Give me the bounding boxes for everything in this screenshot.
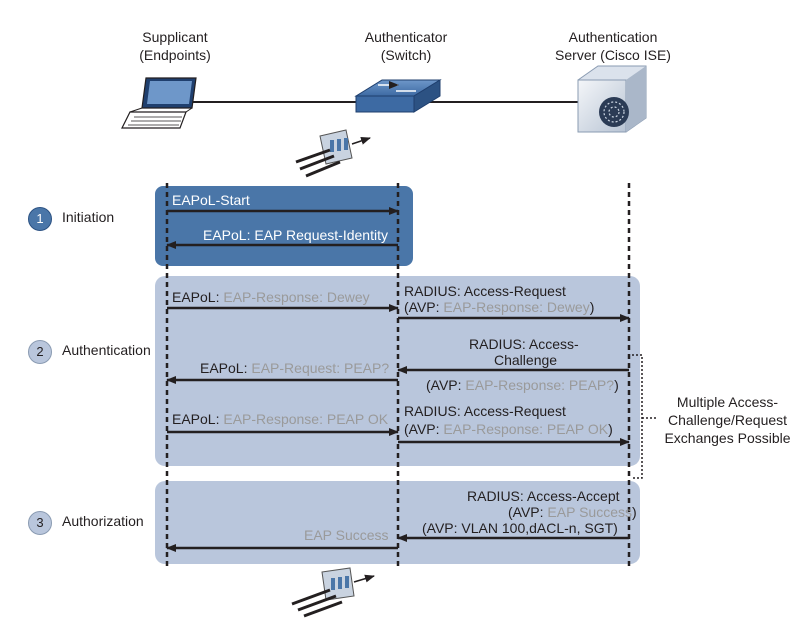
msg-avp-eap-success: (AVP: EAP Success) [508, 504, 637, 520]
msg-avp-dewey: (AVP: EAP-Response: Dewey) [404, 299, 594, 315]
msg-eapol-prefix-3: EAPoL: [172, 411, 224, 427]
msg-eap-request-peap: EAPoL: EAP-Request: PEAP? [200, 360, 389, 376]
msg-eap-success: EAP Success [304, 527, 389, 543]
switchport-icon-bottom [291, 567, 375, 618]
msg-radius-access-request-2: RADIUS: Access-Request [404, 403, 566, 419]
msg-avp-peap: (AVP: EAP-Response: PEAP?) [426, 377, 619, 393]
avp-peap-ok-text: EAP-Response: PEAP OK [443, 421, 609, 437]
avp-prefix-3: (AVP: [404, 421, 444, 437]
header-supplicant-line2: (Endpoints) [139, 47, 211, 63]
msg-avp-vlan: (AVP: VLAN 100,dACL-n, SGT) [422, 520, 618, 536]
msg-eap-response-dewey: EAPoL: EAP-Response: Dewey [172, 289, 370, 305]
phase-1-label: Initiation [62, 209, 115, 225]
header-supplicant: Supplicant (Endpoints) [115, 28, 235, 64]
server-icon [577, 65, 647, 133]
avp-suffix-3: ) [608, 421, 613, 437]
avp-dewey-text: EAP-Response: Dewey [443, 299, 590, 315]
header-server-line2: Server (Cisco ISE) [555, 47, 671, 63]
avp-prefix-4: (AVP: [508, 504, 548, 520]
msg-radius-challenge-1: RADIUS: Access- [469, 336, 579, 352]
avp-suffix: ) [589, 299, 595, 315]
msg-eapol-start: EAPoL-Start [172, 192, 250, 208]
exchange-note: Multiple Access-Challenge/Request Exchan… [664, 394, 791, 446]
avp-peap-text: EAP-Response: PEAP? [465, 377, 615, 393]
avp-prefix: (AVP: [404, 299, 444, 315]
msg-avp-peap-ok: (AVP: EAP-Response: PEAP OK) [404, 421, 613, 437]
msg-radius-access-accept: RADIUS: Access-Accept [467, 488, 620, 504]
msg-dewey-text: EAP-Response: Dewey [223, 289, 370, 305]
header-server-line1: Authentication [568, 29, 658, 45]
header-supplicant-line1: Supplicant [142, 29, 208, 45]
laptop-icon [121, 77, 197, 129]
phase-2-label: Authentication [62, 342, 151, 358]
header-authenticator: Authenticator (Switch) [346, 28, 466, 64]
header-authenticator-line2: (Switch) [380, 47, 432, 63]
msg-eapol-request-identity: EAPoL: EAP Request-Identity [203, 227, 388, 243]
msg-radius-challenge-2: Challenge [494, 352, 558, 368]
avp-suffix-2: ) [614, 377, 619, 393]
header-authenticator-line1: Authenticator [364, 29, 448, 45]
msg-peap-ok-text: EAP-Response: PEAP OK [223, 411, 389, 427]
phase-3-badge: 3 [28, 511, 52, 535]
avp-suffix-4: ) [631, 504, 637, 520]
exchange-bracket [632, 354, 643, 479]
msg-eapol-prefix-2: EAPoL: [200, 360, 252, 376]
authorization-box [155, 481, 640, 564]
switch-icon [354, 79, 442, 113]
phase-2-badge: 2 [28, 340, 52, 364]
phase-3-label: Authorization [62, 513, 144, 529]
msg-request-peap-text: EAP-Request: PEAP? [251, 360, 390, 376]
msg-radius-access-request-1: RADIUS: Access-Request [404, 283, 566, 299]
avp-prefix-2: (AVP: [426, 377, 466, 393]
switchport-icon-top [295, 129, 371, 178]
msg-eap-response-peap-ok: EAPoL: EAP-Response: PEAP OK [172, 411, 388, 427]
avp-eap-success-text: EAP Success [547, 504, 632, 520]
header-server: Authentication Server (Cisco ISE) [540, 28, 686, 64]
phase-1-badge: 1 [28, 207, 52, 231]
msg-eapol-prefix: EAPoL: [172, 289, 224, 305]
